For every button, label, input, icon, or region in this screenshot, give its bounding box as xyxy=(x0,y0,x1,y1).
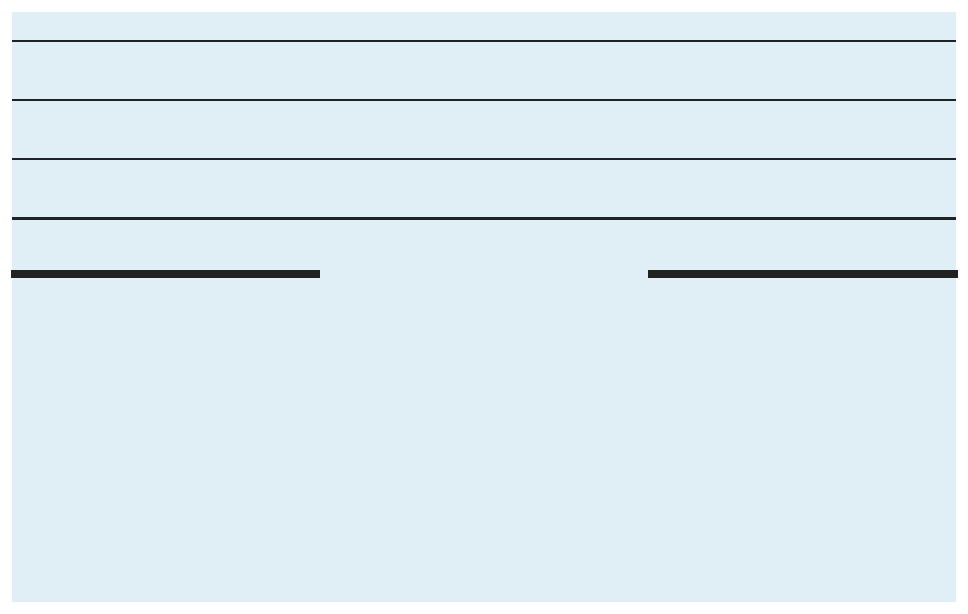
content-panel xyxy=(12,12,956,602)
row-divider xyxy=(12,217,956,220)
row-divider xyxy=(12,158,956,160)
row-divider xyxy=(12,40,956,42)
row-divider xyxy=(12,99,956,101)
right-thick-bar xyxy=(648,270,958,278)
left-thick-bar xyxy=(11,270,320,278)
